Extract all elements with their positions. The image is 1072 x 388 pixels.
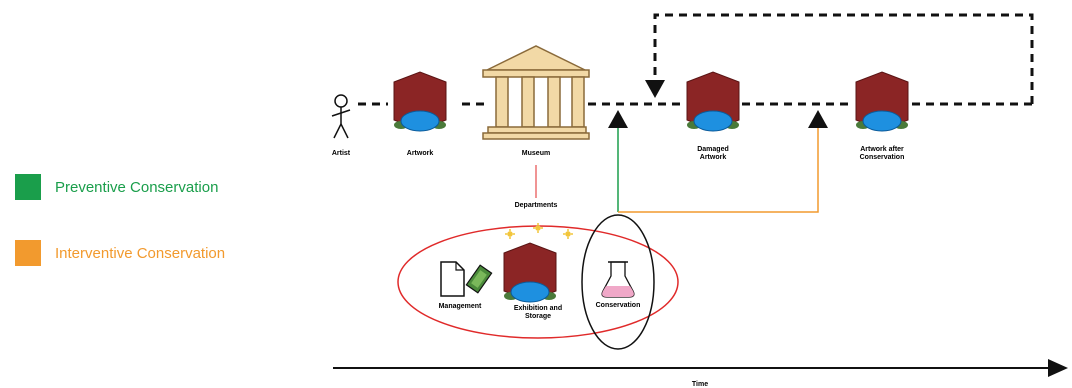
legend-preventive: Preventive Conservation <box>15 174 218 200</box>
artwork-label: Artwork <box>407 150 434 157</box>
exhibition-artwork-icon <box>503 242 557 303</box>
damaged-label-2: Artwork <box>700 154 727 161</box>
arrowhead-icon <box>608 110 628 128</box>
artwork-icon <box>393 71 447 132</box>
arrowhead-icon <box>1048 359 1068 377</box>
legend-label-interventive: Interventive Conservation <box>55 244 226 262</box>
exhibition-label-1: Exhibition and <box>514 305 562 312</box>
legend-swatch-preventive <box>15 174 41 200</box>
flask-icon <box>601 261 635 298</box>
exhibition-label-2: Storage <box>525 313 551 320</box>
conservation-highlight-ellipse <box>581 214 655 350</box>
interventive-path <box>618 110 828 213</box>
damaged-label-1: Damaged <box>697 146 729 153</box>
arrowhead-icon <box>808 110 828 128</box>
time-axis-label: Time <box>692 381 708 388</box>
management-label: Management <box>439 303 482 310</box>
time-axis <box>333 359 1068 377</box>
money-icon <box>465 264 493 294</box>
artist-node <box>331 94 351 139</box>
departments-title: Departments <box>515 202 558 209</box>
sparkle-icon <box>505 223 573 239</box>
after-label-1: Artwork after <box>860 146 904 153</box>
conserved-artwork-icon <box>855 71 909 132</box>
conservation-label: Conservation <box>596 302 641 309</box>
feedback-loop-arrow <box>645 13 1034 104</box>
legend-swatch-interventive <box>15 240 41 266</box>
arrowhead-icon <box>645 80 665 98</box>
preventive-path <box>608 110 628 212</box>
legend-interventive: Interventive Conservation <box>15 240 225 266</box>
damaged-artwork-icon <box>686 71 740 132</box>
after-label-2: Conservation <box>860 154 905 161</box>
museum-label: Museum <box>522 150 550 157</box>
museum-icon <box>482 45 590 140</box>
document-icon <box>440 261 465 297</box>
legend-label-preventive: Preventive Conservation <box>55 178 219 196</box>
artist-label: Artist <box>332 150 351 157</box>
